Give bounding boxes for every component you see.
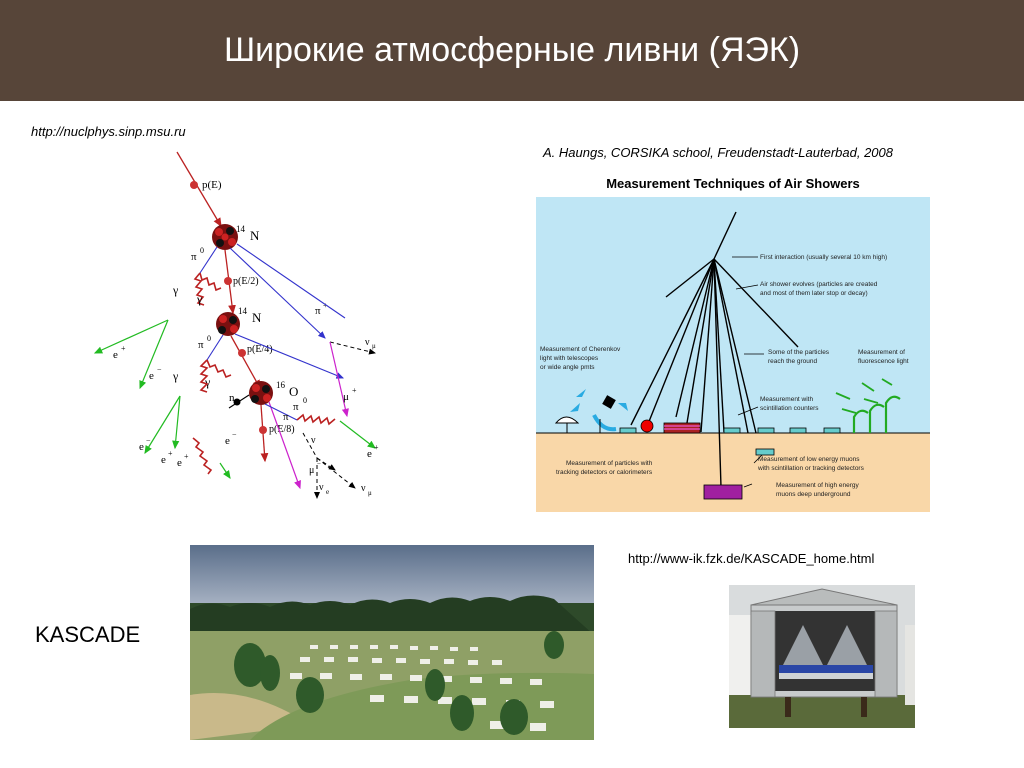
label-16: 16	[276, 380, 286, 390]
annotation-evolves-1: Air shower evolves (particles are create…	[760, 281, 878, 288]
label-mu-plus: μ	[343, 391, 349, 403]
sup-0-1: 0	[200, 246, 204, 255]
label-mu-minus: μ	[309, 465, 314, 476]
scintillation-counter	[723, 427, 741, 434]
kascade-field-photo	[190, 545, 594, 740]
label-14-2: 14	[238, 306, 248, 316]
sup-minus-e3: −	[146, 436, 151, 445]
scintillation-counter	[823, 427, 841, 434]
label-p-E8: p(E/8)	[269, 424, 295, 435]
sup-plus-e1: +	[121, 344, 126, 353]
annotation-cherenkov-3: or wide angle pmts	[540, 364, 595, 371]
kascade-detector-hut-photo	[729, 585, 915, 728]
annotation-fluor-2: fluorescence light	[858, 358, 909, 365]
trees	[234, 631, 564, 735]
label-gamma-1: γ	[172, 283, 179, 297]
label-gamma-4: γ	[204, 375, 211, 389]
label-nu-bar-mu: ν	[311, 435, 316, 446]
label-14: 14	[236, 224, 246, 234]
label-nu-bar-mu-2: ν	[361, 483, 366, 494]
annotation-evolves-2: and most of them later stop or decay)	[760, 290, 868, 297]
sup-plus-1: +	[323, 301, 328, 310]
sup-0-3: 0	[303, 396, 307, 405]
tracking-detector-icon	[663, 422, 701, 434]
annotation-scint-1: Measurement with	[760, 396, 813, 403]
label-p-E4: p(E/4)	[247, 344, 273, 355]
label-N: N	[250, 228, 260, 243]
label-n: n	[229, 392, 235, 404]
annotation-tracking-2: tracking detectors or calorimeters	[556, 469, 653, 476]
oxygen-nucleus	[249, 381, 273, 405]
label-e-3: e	[139, 441, 144, 453]
annotation-first-interaction: First interaction (usually several 10 km…	[760, 254, 887, 261]
label-gamma-2: γ	[196, 292, 203, 306]
source-link-kascade[interactable]: http://www-ik.fzk.de/KASCADE_home.html	[628, 551, 875, 566]
source-link-nuclphys[interactable]: http://nuclphys.sinp.msu.ru	[31, 124, 186, 139]
label-O: O	[289, 384, 298, 399]
label-p-E: p(E)	[202, 179, 222, 191]
measurement-techniques-diagram: First interaction (usually several 10 km…	[536, 197, 930, 512]
annotation-tracking-1: Measurement of particles with	[566, 460, 653, 467]
fluorescence-light-arrows	[835, 378, 893, 414]
label-pi0-2: π	[198, 339, 204, 351]
label-pi0-3: π	[293, 401, 299, 413]
shower-cascade-diagram: p(E) 14 N p(E/2) π + π 0 γ γ e + e − 14 …	[93, 151, 379, 499]
cherenkov-telescope-icon	[592, 395, 617, 433]
sub-mu-2: μ	[368, 489, 372, 497]
calorimeter-icon	[640, 419, 654, 433]
label-pi-minus: π	[283, 411, 289, 423]
label-gamma-3: γ	[172, 369, 179, 383]
label-p-E2: p(E/2)	[233, 276, 259, 287]
label-e-6: e	[225, 435, 230, 447]
annotation-scint-2: scintillation counters	[760, 405, 819, 412]
figure-title: Measurement Techniques of Air Showers	[606, 176, 860, 191]
sup-plus-mu: +	[352, 386, 357, 395]
annotation-reach-1: Some of the particles	[768, 349, 830, 356]
kascade-label: KASCADE	[35, 622, 141, 647]
label-e-5: e	[177, 457, 182, 469]
nitrogen-nucleus-1	[212, 224, 238, 250]
sup-minus-e6: −	[232, 430, 237, 439]
label-nu-e: ν	[319, 482, 324, 493]
sup-plus-e-r: +	[374, 443, 379, 452]
cherenkov-light-arrows	[570, 389, 628, 412]
telescope-dish-icon	[554, 416, 580, 433]
annotation-cherenkov-2: light with telescopes	[540, 355, 599, 362]
nitrogen-nucleus-2	[216, 312, 240, 336]
sub-mu-1: μ	[372, 342, 376, 350]
sup-0-2: 0	[207, 334, 211, 343]
label-e-plus-r: e	[367, 448, 372, 460]
annotation-cherenkov-1: Measurement of Cherenkov	[540, 346, 621, 353]
sup-plus-e4: +	[168, 449, 173, 458]
label-e-2: e	[149, 370, 154, 382]
scintillation-counter	[619, 427, 637, 434]
page-title: Широкие атмосферные ливни (ЯЭК)	[223, 31, 801, 69]
annotation-highmuon-1: Measurement of high energy	[776, 482, 859, 489]
sub-e: e	[326, 488, 329, 496]
sup-minus-e2: −	[157, 365, 162, 374]
sup-minus-mu: −	[317, 460, 321, 468]
sup-plus-e5: +	[184, 452, 189, 461]
annotation-reach-2: reach the ground	[768, 358, 818, 365]
label-pi0-1: π	[191, 251, 197, 263]
label-pi-plus: π	[315, 305, 321, 317]
low-energy-muon-detector	[755, 448, 775, 456]
scintillation-counter	[757, 427, 775, 434]
label-nu-mu-1: ν	[365, 337, 370, 348]
deep-underground-muon-detector	[703, 484, 743, 500]
fluorescence-detector-icon	[852, 395, 901, 433]
label-e-4: e	[161, 454, 166, 466]
annotation-lowmuon-2: with scintillation or tracking detectors	[757, 465, 865, 472]
label-e-1: e	[113, 349, 118, 361]
annotation-highmuon-2: muons deep underground	[776, 491, 851, 498]
header-bar	[0, 0, 1024, 101]
label-N-2: N	[252, 310, 262, 325]
annotation-fluor-1: Measurement of	[858, 349, 905, 356]
citation: A. Haungs, CORSIKA school, Freudenstadt-…	[543, 145, 893, 160]
scintillation-counter	[789, 427, 807, 434]
annotation-lowmuon-1: Measurement of low energy muons	[758, 456, 860, 463]
